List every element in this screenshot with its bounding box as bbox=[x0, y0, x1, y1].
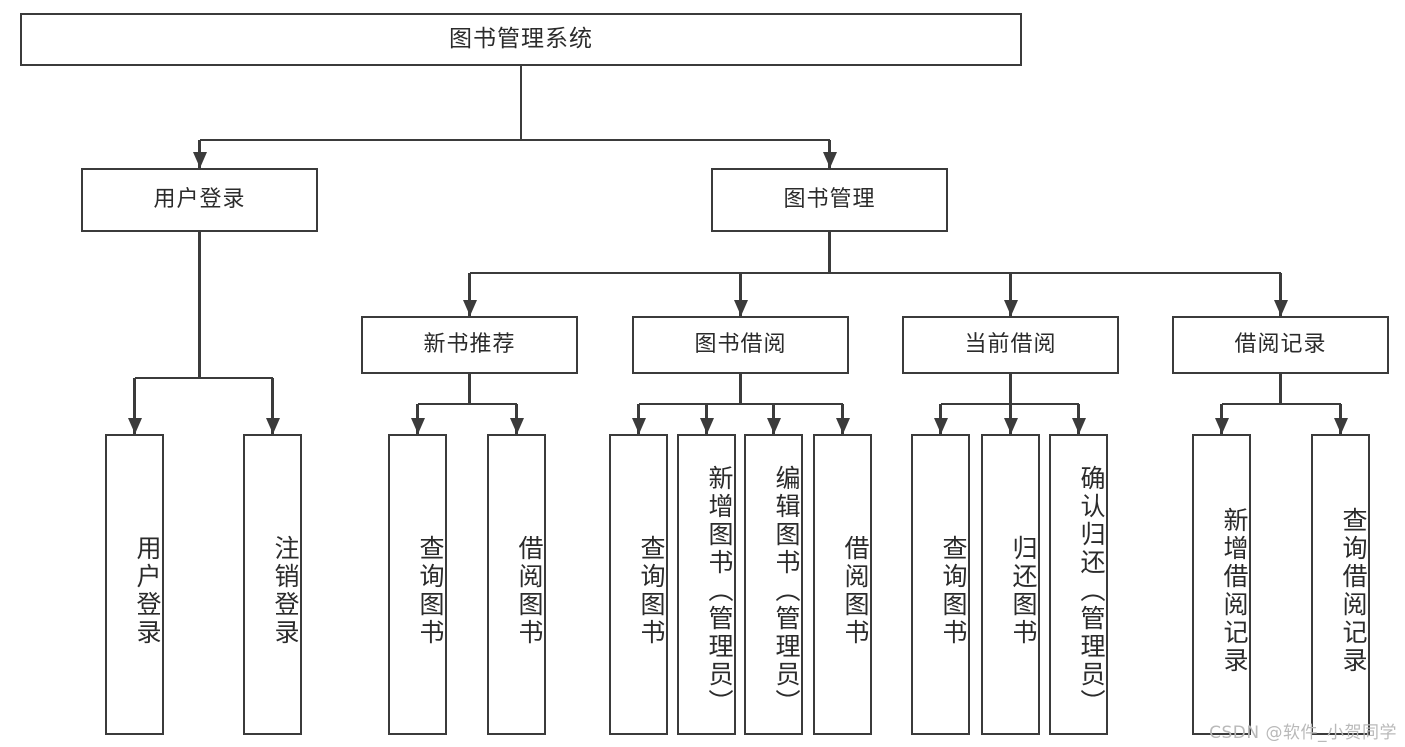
arrowhead-icon-book-borrow bbox=[733, 300, 748, 316]
connector-current-borrow-stem bbox=[1009, 374, 1012, 404]
connector-borrow-record-bus bbox=[1221, 402, 1341, 406]
node-book-borrow: 图书借阅 bbox=[632, 316, 849, 374]
connector-to-leaf-logout bbox=[271, 378, 274, 434]
connector-to-current-borrow bbox=[1009, 273, 1012, 316]
arrowhead-icon-leaf-query-borrow-record bbox=[1333, 418, 1348, 434]
node-label-borrow-record: 借阅记录 bbox=[1234, 332, 1327, 358]
connector-book-management-stem bbox=[828, 232, 831, 273]
arrowhead-icon-leaf-borrow-book bbox=[835, 418, 850, 434]
node-leaf-query-book-recommend: 查询图书 bbox=[388, 434, 447, 735]
arrowhead-icon-user-login bbox=[192, 152, 207, 168]
arrowhead-icon-leaf-borrow-book-recommend bbox=[509, 418, 524, 434]
node-label-leaf-add-book: 新增图书（管理员） bbox=[705, 464, 734, 717]
node-leaf-logout: 注销登录 bbox=[243, 434, 302, 735]
node-label-leaf-return-book: 归还图书 bbox=[1009, 534, 1038, 647]
node-borrow-record: 借阅记录 bbox=[1172, 316, 1389, 374]
arrowhead-icon-leaf-edit-book bbox=[766, 418, 781, 434]
node-label-leaf-edit-book: 编辑图书（管理员） bbox=[772, 464, 801, 717]
node-leaf-add-borrow-record: 新增借阅记录 bbox=[1192, 434, 1251, 735]
arrowhead-icon-borrow-record bbox=[1273, 300, 1288, 316]
connector-root-stem bbox=[519, 66, 523, 140]
node-leaf-edit-book: 编辑图书（管理员） bbox=[744, 434, 803, 735]
node-label-leaf-confirm-return: 确认归还（管理员） bbox=[1077, 464, 1106, 717]
node-leaf-query-book-borrow: 查询图书 bbox=[609, 434, 668, 735]
connector-new-book-recommend-bus bbox=[417, 402, 517, 406]
csdn-watermark: CSDN @软件_小贺同学 bbox=[1209, 723, 1397, 743]
arrowhead-icon-leaf-add-book bbox=[699, 418, 714, 434]
connector-to-new-book-recommend bbox=[468, 273, 471, 316]
arrowhead-icon-leaf-user-login bbox=[127, 418, 142, 434]
node-leaf-borrow-book: 借阅图书 bbox=[813, 434, 872, 735]
node-leaf-confirm-return: 确认归还（管理员） bbox=[1049, 434, 1108, 735]
connector-book-borrow-bus bbox=[638, 402, 843, 406]
node-label-leaf-logout: 注销登录 bbox=[271, 534, 300, 647]
arrowhead-icon-leaf-return-book bbox=[1003, 418, 1018, 434]
node-label-leaf-user-login: 用户登录 bbox=[133, 534, 162, 647]
node-label-leaf-query-book-current: 查询图书 bbox=[939, 534, 968, 647]
node-label-book-management: 图书管理 bbox=[783, 187, 876, 213]
node-leaf-return-book: 归还图书 bbox=[981, 434, 1040, 735]
node-label-leaf-borrow-book: 借阅图书 bbox=[841, 534, 870, 647]
connector-book-borrow-stem bbox=[739, 374, 742, 404]
connector-root-bus bbox=[199, 138, 830, 142]
node-leaf-borrow-book-recommend: 借阅图书 bbox=[487, 434, 546, 735]
arrowhead-icon-leaf-logout bbox=[265, 418, 280, 434]
node-label-leaf-borrow-book-recommend: 借阅图书 bbox=[515, 534, 544, 647]
node-leaf-query-book-current: 查询图书 bbox=[911, 434, 970, 735]
node-leaf-user-login: 用户登录 bbox=[105, 434, 164, 735]
node-label-leaf-query-book-recommend: 查询图书 bbox=[416, 534, 445, 647]
node-book-management: 图书管理 bbox=[711, 168, 948, 232]
node-user-login: 用户登录 bbox=[81, 168, 318, 232]
arrowhead-icon-book-management bbox=[822, 152, 837, 168]
node-new-book-recommend: 新书推荐 bbox=[361, 316, 578, 374]
arrowhead-icon-leaf-confirm-return bbox=[1071, 418, 1086, 434]
connector-user-login-bus bbox=[134, 376, 273, 380]
node-label-user-login: 用户登录 bbox=[153, 187, 246, 213]
connector-to-book-borrow bbox=[739, 273, 742, 316]
arrowhead-icon-leaf-add-borrow-record bbox=[1214, 418, 1229, 434]
connector-book-management-bus bbox=[469, 271, 1281, 275]
arrowhead-icon-leaf-query-book-recommend bbox=[410, 418, 425, 434]
connector-borrow-record-stem bbox=[1279, 374, 1282, 404]
node-current-borrow: 当前借阅 bbox=[902, 316, 1119, 374]
connector-user-login-stem bbox=[198, 232, 201, 378]
connector-new-book-recommend-stem bbox=[468, 374, 471, 404]
node-label-book-borrow: 图书借阅 bbox=[694, 332, 787, 358]
node-leaf-add-book: 新增图书（管理员） bbox=[677, 434, 736, 735]
node-root: 图书管理系统 bbox=[20, 13, 1022, 66]
node-label-leaf-add-borrow-record: 新增借阅记录 bbox=[1220, 506, 1249, 675]
node-label-new-book-recommend: 新书推荐 bbox=[423, 332, 516, 358]
node-leaf-query-borrow-record: 查询借阅记录 bbox=[1311, 434, 1370, 735]
connector-to-borrow-record bbox=[1279, 273, 1282, 316]
connector-to-leaf-user-login bbox=[133, 378, 136, 434]
node-label-root: 图书管理系统 bbox=[449, 25, 593, 52]
arrowhead-icon-current-borrow bbox=[1003, 300, 1018, 316]
node-label-leaf-query-book-borrow: 查询图书 bbox=[637, 534, 666, 647]
node-label-leaf-query-borrow-record: 查询借阅记录 bbox=[1339, 506, 1368, 675]
arrowhead-icon-leaf-query-book-current bbox=[933, 418, 948, 434]
node-label-current-borrow: 当前借阅 bbox=[964, 332, 1057, 358]
arrowhead-icon-leaf-query-book-borrow bbox=[631, 418, 646, 434]
arrowhead-icon-new-book-recommend bbox=[462, 300, 477, 316]
